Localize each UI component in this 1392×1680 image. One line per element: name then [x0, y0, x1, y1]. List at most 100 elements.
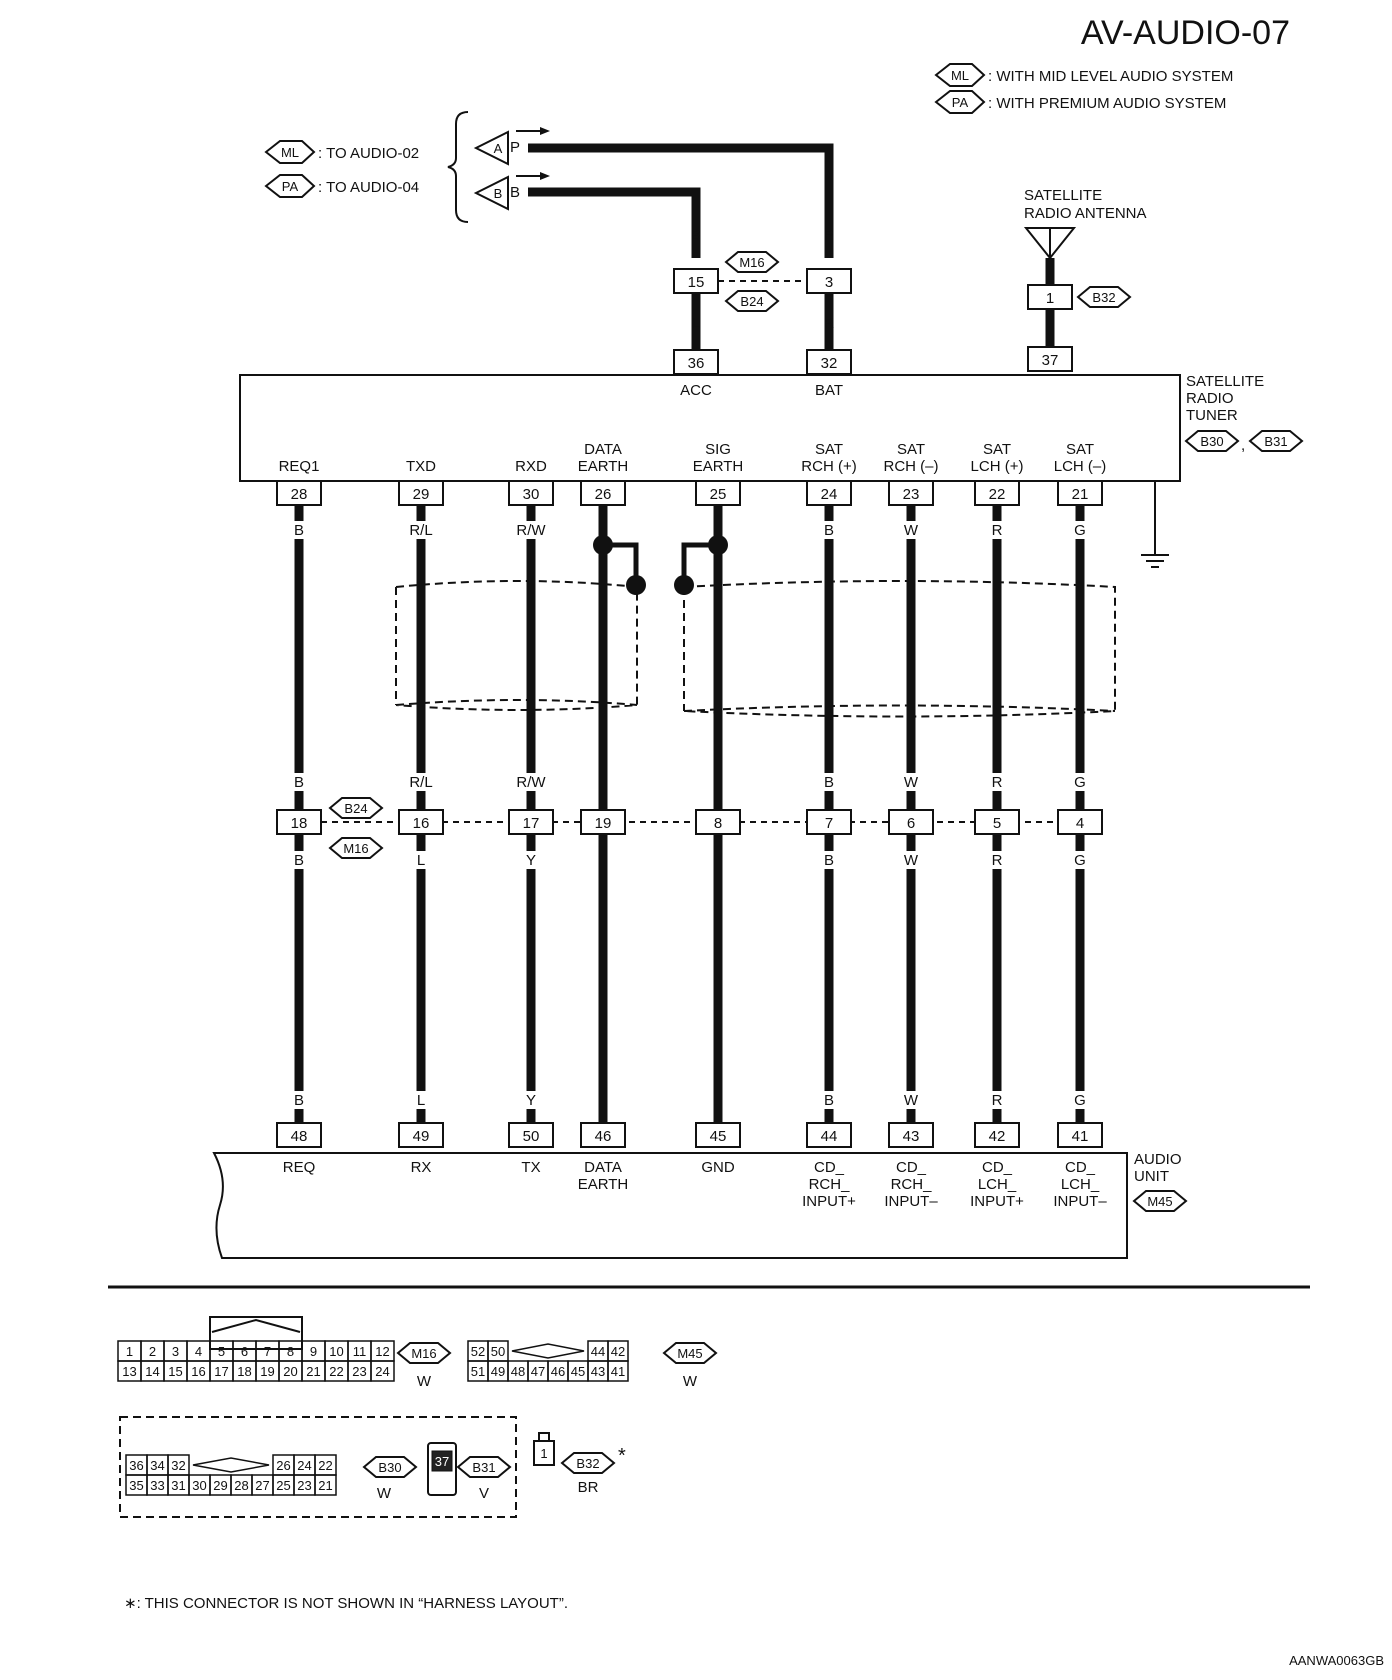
signal-26-junction-pin-label: 19 — [595, 815, 612, 832]
m45-tag-text: M45 — [677, 1346, 702, 1361]
signal-29-color-1: R/L — [409, 522, 432, 539]
b30-pin-label-36: 36 — [129, 1458, 143, 1473]
b31-tag-text: B31 — [472, 1460, 495, 1475]
m16-pin-label-2: 2 — [149, 1344, 156, 1359]
m16-pin-label-14: 14 — [145, 1364, 159, 1379]
signal-23-tuner-pin-label: 23 — [903, 486, 920, 503]
signal-24-audio-pin-label: 44 — [821, 1128, 838, 1145]
page-title: AV-AUDIO-07 — [1081, 14, 1290, 52]
signal-23-color-1-bg — [895, 521, 927, 539]
junction-tag-b24-text: B24 — [344, 801, 367, 816]
static-diagram: AV-AUDIO-07 ML : WITH MID LEVEL AUDIO SY… — [108, 14, 1384, 1668]
signal-22-unit-label-1: CD_ — [982, 1159, 1013, 1176]
m16-color: W — [417, 1373, 432, 1390]
signal-25-audio-pin-label: 45 — [710, 1128, 727, 1145]
audio-unit-tag — [1132, 1190, 1188, 1212]
references: ML : TO AUDIO-02 PA : TO AUDIO-04 A B — [264, 111, 550, 223]
signal-22-color-2: R — [992, 774, 1003, 791]
signal-26-audio-pin-label: 46 — [595, 1128, 612, 1145]
signal-23-color-3-bg — [895, 851, 927, 869]
signal-28-unit-label-1: REQ — [283, 1159, 316, 1176]
signal-28-color-3-bg — [283, 851, 315, 869]
signal-23-unit-label-1: CD_ — [896, 1159, 927, 1176]
m45-pin-label-45: 45 — [571, 1364, 585, 1379]
signal-23-junction-pin — [888, 809, 934, 835]
m45-pin-label-52: 52 — [471, 1344, 485, 1359]
b30-pin-label-30: 30 — [192, 1478, 206, 1493]
b32-pin-box — [533, 1440, 555, 1466]
signal-30-color-2: R/W — [516, 774, 546, 791]
ref-pa-tag — [264, 174, 316, 198]
audio-unit-label-2: UNIT — [1134, 1168, 1169, 1185]
signal-21-unit-label-2: LCH_ — [1061, 1176, 1100, 1193]
b30-pin-label-22: 22 — [318, 1458, 332, 1473]
legend-pa-tag-text: PA — [952, 95, 969, 110]
b30-pin-label-26: 26 — [276, 1458, 290, 1473]
signal-28-tuner-pin — [276, 480, 322, 506]
signal-28-color-3: B — [294, 852, 304, 869]
signal-26-audio-pin — [580, 1122, 626, 1148]
signal-22-audio-pin — [974, 1122, 1020, 1148]
bat-label: BAT — [815, 382, 843, 399]
signal-21-unit-label-3: INPUT– — [1053, 1193, 1107, 1210]
legend-ml-text: : WITH MID LEVEL AUDIO SYSTEM — [988, 68, 1233, 85]
m45-pin-label-42: 42 — [611, 1344, 625, 1359]
shield-left — [395, 580, 638, 711]
arrow-b-icon — [473, 175, 509, 211]
signal-30-unit-label-1: TX — [521, 1159, 540, 1176]
b30-tag-text: B30 — [378, 1460, 401, 1475]
signal-24-tuner-pin-label: 24 — [821, 486, 838, 503]
b32-star: * — [618, 1445, 626, 1467]
signal-23-color-4: W — [904, 1092, 919, 1109]
b30-tag — [362, 1456, 418, 1478]
power-wires: P B B P 15 3 M16 B24 L R 36 32 — [510, 139, 852, 375]
tuner-tag-b31 — [1248, 430, 1304, 452]
b30-pin-21 — [314, 1474, 337, 1496]
signal-wires: REQ128BB18BB48REQTXD29R/LR/L16LL49RXRXD3… — [276, 441, 1107, 1210]
m45-pin-label-43: 43 — [591, 1364, 605, 1379]
wire-r-color: R — [824, 315, 835, 332]
tuner-tag-b30-text: B30 — [1200, 434, 1223, 449]
signal-29-tuner-pin-label: 29 — [413, 486, 430, 503]
signal-29-audio-pin — [398, 1122, 444, 1148]
signal-23-junction-pin-label: 6 — [907, 815, 915, 832]
m16-pin-label-4: 4 — [195, 1344, 202, 1359]
signal-28-color-4: B — [294, 1092, 304, 1109]
legend-ml-tag — [934, 63, 986, 87]
signal-25-audio-pin — [695, 1122, 741, 1148]
signal-21-color-1-bg — [1064, 521, 1096, 539]
signal-21-junction-pin-label: 4 — [1076, 815, 1084, 832]
wire-l-color: L — [692, 315, 700, 332]
signal-22-junction-pin-label: 5 — [993, 815, 1001, 832]
m16-pin-label-5: 5 — [218, 1344, 225, 1359]
signal-23-color-2: W — [904, 774, 919, 791]
legend-pa-tag — [934, 90, 986, 114]
signal-21-tuner-label-1: SAT — [1066, 441, 1094, 458]
shields — [395, 535, 1116, 718]
signal-25-tuner-label-1: SIG — [705, 441, 731, 458]
signal-21-junction-pin — [1057, 809, 1103, 835]
signal-23-tuner-pin — [888, 480, 934, 506]
signal-24-color-3: B — [824, 852, 834, 869]
m45-pin-label-51: 51 — [471, 1364, 485, 1379]
signal-28-junction-pin-label: 18 — [291, 815, 308, 832]
signal-30-color-3: Y — [526, 852, 536, 869]
wire-p — [528, 143, 834, 258]
signal-24-color-4-bg — [813, 1091, 845, 1109]
signal-24-tuner-label-1: SAT — [815, 441, 843, 458]
wire-b — [528, 187, 701, 258]
m45-pin-label-44: 44 — [591, 1344, 605, 1359]
signal-25-unit-label-1: GND — [701, 1159, 735, 1176]
m16-pin-label-16: 16 — [191, 1364, 205, 1379]
antenna-tag-text: B32 — [1092, 290, 1115, 305]
m16-pin-label-7: 7 — [264, 1344, 271, 1359]
signal-26-tuner-label-2: EARTH — [578, 458, 629, 475]
m45-pin-label-47: 47 — [531, 1364, 545, 1379]
power-tag-b24 — [724, 290, 780, 312]
ref-bracket — [447, 111, 469, 223]
signal-26-unit-label-2: EARTH — [578, 1176, 629, 1193]
junction-tag-m16 — [328, 837, 384, 859]
b31-body — [427, 1442, 457, 1496]
b30-pin-label-35: 35 — [129, 1478, 143, 1493]
